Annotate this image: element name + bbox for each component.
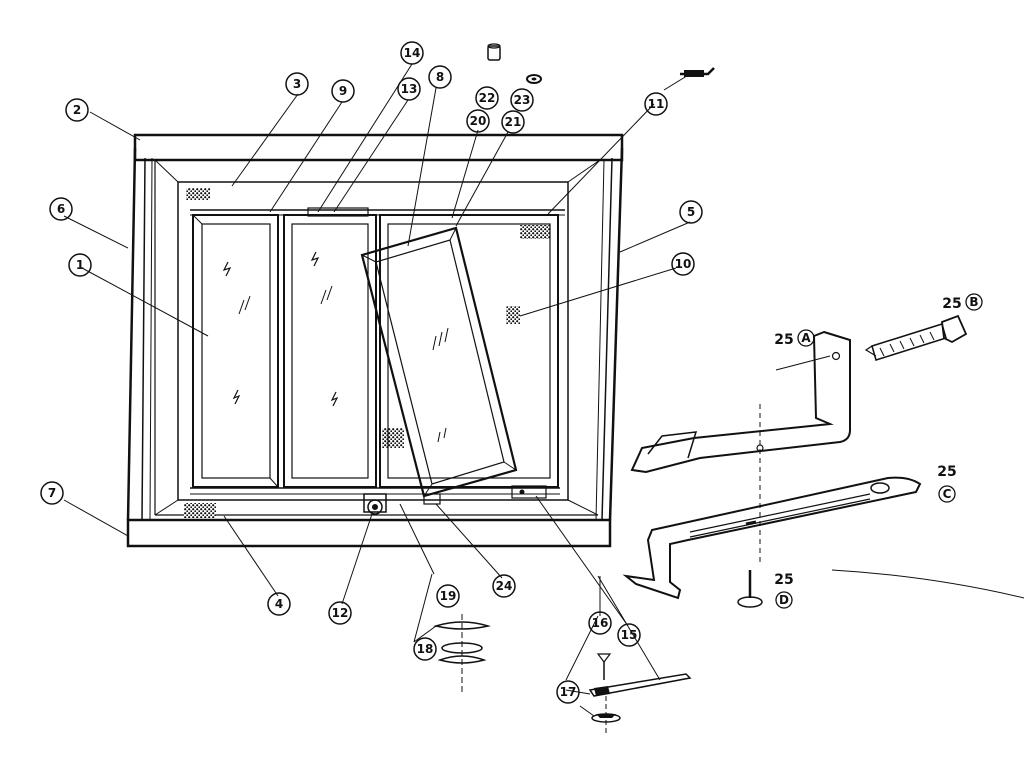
callout-label: 9 (339, 84, 347, 98)
callout-label: 5 (687, 205, 695, 219)
callout-label: 22 (479, 91, 496, 105)
bottom-pivot-24 (423, 485, 547, 505)
callout-22: 22 (475, 86, 499, 110)
part-number: 25 (937, 464, 956, 480)
callout-9: 9 (331, 79, 355, 103)
pivot-pin-22 (487, 43, 501, 61)
screw-25d (737, 404, 763, 608)
washer-23 (526, 74, 542, 84)
variant-letter: B (969, 295, 978, 309)
callout-label: 13 (401, 82, 418, 96)
callout-17: 17 (556, 680, 580, 704)
door-panel-open (360, 226, 518, 498)
door-panel-1 (192, 214, 279, 488)
callout-4: 4 (267, 592, 291, 616)
callout-6: 6 (49, 197, 73, 221)
callout-16: 16 (588, 611, 612, 635)
callout-10: 10 (671, 252, 695, 276)
callout-5: 5 (679, 200, 703, 224)
part-number: 25 (774, 572, 793, 588)
variant-letter: A (801, 331, 811, 345)
clip-11 (680, 67, 715, 77)
callout-24: 24 (492, 574, 516, 598)
callout-2: 2 (65, 98, 89, 122)
callout-label: 6 (57, 202, 65, 216)
callout-label: 24 (496, 579, 513, 593)
part-number: 25 (942, 296, 961, 312)
callout-14: 14 (400, 41, 424, 65)
bracket-25a (630, 330, 851, 474)
label-25b: 25 B (942, 293, 983, 312)
callout-1: 1 (68, 253, 92, 277)
callout-label: 7 (48, 486, 56, 500)
callout-label: 12 (332, 606, 349, 620)
callout-label: 20 (470, 114, 487, 128)
callout-label: 17 (560, 685, 577, 699)
door-panel-2 (283, 214, 377, 488)
bracket-25c (622, 476, 922, 600)
callout-label: 18 (417, 642, 434, 656)
callout-label: 4 (275, 597, 283, 611)
callout-8: 8 (428, 65, 452, 89)
callout-label: 2 (73, 103, 81, 117)
callout-label: 21 (505, 115, 522, 129)
leader-lines (63, 63, 831, 717)
callout-label: 11 (648, 97, 665, 111)
callout-3: 3 (285, 72, 309, 96)
callout-label: 8 (436, 70, 444, 84)
variant-letter: C (943, 487, 952, 501)
callout-label: 16 (592, 616, 609, 630)
part-number: 25 (774, 332, 793, 348)
pivot-assembly-15-16-17 (588, 653, 692, 736)
callout-label: 14 (404, 46, 421, 60)
callout-23: 23 (510, 88, 534, 112)
callout-13: 13 (397, 77, 421, 101)
callout-label: 15 (621, 628, 638, 642)
callout-20: 20 (466, 109, 490, 133)
callout-19: 19 (436, 584, 460, 608)
callout-label: 3 (293, 77, 301, 91)
label-25c: 25 C (937, 464, 957, 503)
variant-letter: D (779, 593, 789, 607)
door-panel-3 (379, 214, 559, 488)
callout-label: 10 (675, 257, 692, 271)
callout-15: 15 (617, 623, 641, 647)
screw-25b (864, 314, 968, 361)
callout-7: 7 (40, 481, 64, 505)
label-25d: 25 D (774, 572, 794, 609)
bottom-roller-12 (363, 493, 387, 515)
pivot-assembly-18-19 (433, 614, 491, 692)
callout-label: 1 (76, 258, 84, 272)
callout-label: 19 (440, 589, 457, 603)
callout-21: 21 (501, 110, 525, 134)
callout-12: 12 (328, 601, 352, 625)
callout-18: 18 (413, 637, 437, 661)
label-25a: 25 A (774, 329, 815, 348)
callout-label: 23 (514, 93, 531, 107)
callout-11: 11 (644, 92, 668, 116)
